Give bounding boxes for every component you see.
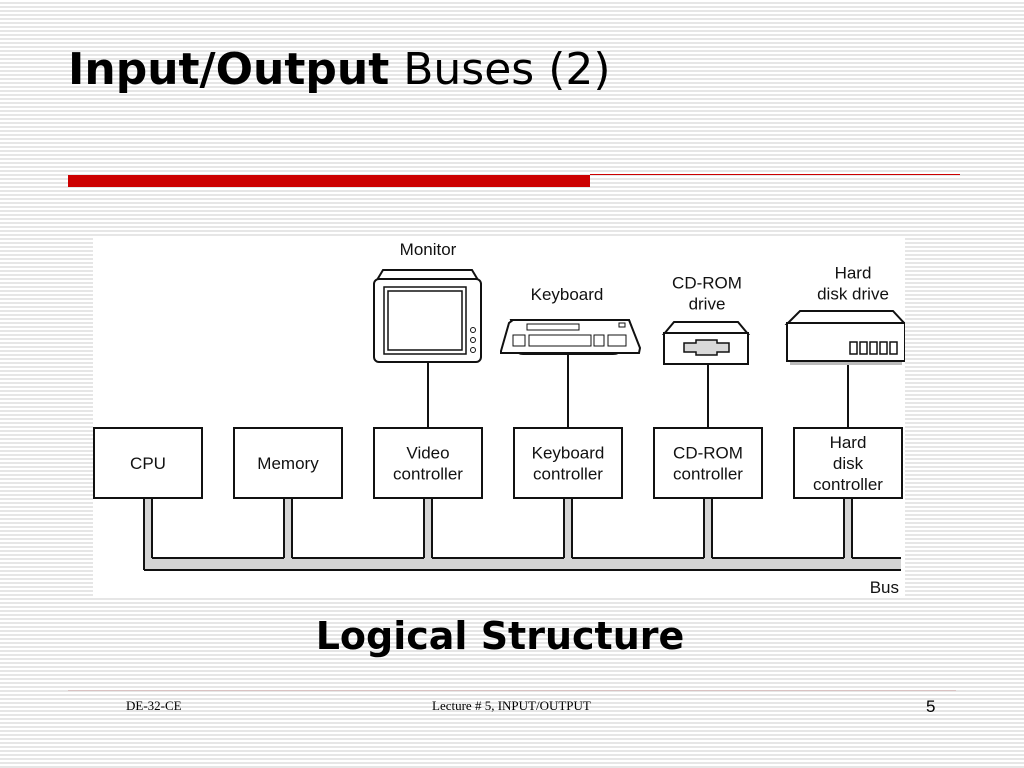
device-label: Keyboard [531,285,604,304]
io-bus-diagram: Bus CPU Memory Video controller Keyboard contr… [93,236,905,598]
title-accent-bar [68,175,590,187]
bus-label: Bus [870,578,899,597]
footer-course-code: DE-32-CE [126,698,182,713]
hdd-shadow [790,360,902,365]
monitor-knob [470,327,476,333]
hdd-indicator [879,341,888,355]
cdrom-drive-icon [661,321,751,365]
device-monitor: Monitor [373,240,482,363]
hard-disk-icon [784,310,905,365]
diagram-caption: Logical Structure [315,614,685,658]
component-box [513,427,623,499]
device-label: CD-ROM [672,274,742,293]
component-label: CPU [130,454,166,473]
device-cdrom-drive: CD-ROM drive [661,274,751,365]
component-box [93,427,203,499]
bus-stub-keyboard-controller [564,498,572,558]
keyboard-icon [500,319,642,355]
device-label: Hard [835,264,872,283]
component-keyboard-controller: Keyboard controller [513,427,623,499]
bus-fill [144,558,901,570]
system-bus [143,498,901,571]
component-label: disk [833,454,864,473]
component-box [233,427,343,499]
slide-title: Input/Output Buses (2) [68,44,611,95]
device-label: disk drive [817,285,889,304]
slide-title-bold: Input/Output [68,44,390,95]
component-cpu: CPU [93,427,203,499]
bus-stub-cdrom-controller [704,498,712,558]
slide-title-normal: Buses (2) [389,44,611,95]
hdd-indicator [849,341,858,355]
footer-lecture-title: Lecture # 5, INPUT/OUTPUT [432,698,591,713]
component-label: Memory [257,454,319,473]
device-keyboard: Keyboard [500,285,642,355]
device-label: Monitor [400,240,457,259]
monitor-screen [387,290,463,351]
component-label: controller [673,465,743,484]
component-label: CD-ROM [673,444,743,463]
keyboard-function-keys [526,323,580,331]
component-label: Hard [830,433,867,452]
component-label: controller [533,465,603,484]
keyboard-indicator [618,322,626,328]
device-hard-disk-drive: Hard disk drive [784,264,905,365]
hdd-indicator [889,341,898,355]
bus-stub-cpu [144,498,152,558]
component-box [793,427,903,499]
component-memory: Memory [233,427,343,499]
component-video-controller: Video controller [373,427,483,499]
keyboard-left-keys [512,334,526,347]
keyboard-arrow-keys [593,334,605,347]
component-box [653,427,763,499]
component-cdrom-controller: CD-ROM controller [653,427,763,499]
cdrom-tray [683,339,730,356]
device-label: drive [689,295,726,314]
bus-stub-hard-disk-controller [844,498,852,558]
bus-stub-video-controller [424,498,432,558]
diagram-canvas: Bus CPU Memory Video controller Keyboard contr… [93,240,905,597]
keyboard-numpad [607,334,627,347]
footer-page-number: 5 [926,697,936,716]
component-label: controller [393,465,463,484]
keyboard-main-keys [528,334,592,347]
component-label: Keyboard [532,444,605,463]
hdd-indicator [859,341,868,355]
hdd-indicator [869,341,878,355]
component-hard-disk-controller: Hard disk controller [793,427,903,499]
monitor-knob [470,347,476,353]
component-label: controller [813,475,883,494]
title-accent-line [590,174,960,175]
component-label: Video [406,444,449,463]
component-box [373,427,483,499]
monitor-icon [373,269,482,363]
bus-stub-memory [284,498,292,558]
footer-divider [68,690,956,691]
monitor-knob [470,337,476,343]
